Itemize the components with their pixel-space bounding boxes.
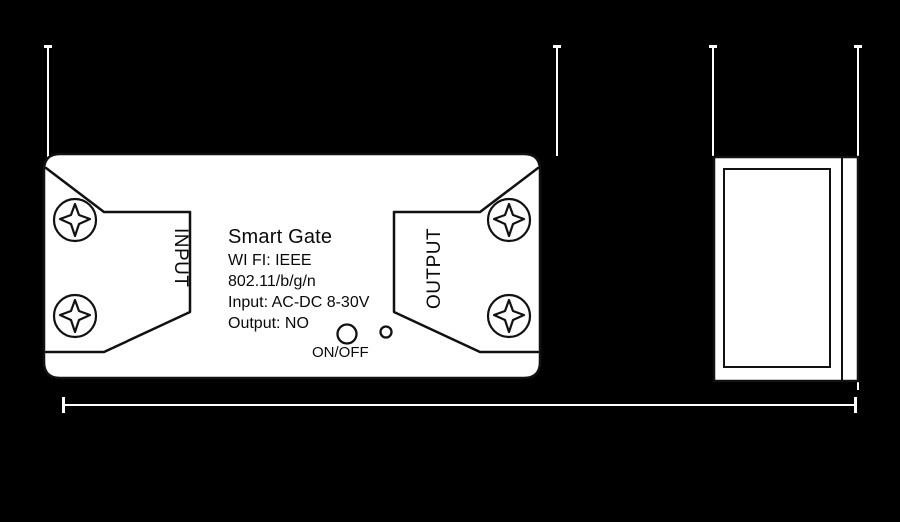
device-output-spec: Output: NO xyxy=(228,315,309,332)
dim-tick-side-left xyxy=(709,45,717,48)
status-led xyxy=(379,325,393,339)
dim-tick-mid xyxy=(553,45,561,48)
device-input-spec: Input: AC-DC 8-30V xyxy=(228,294,370,311)
input-connector-caption: INPUT xyxy=(170,228,191,288)
dim-tick-right xyxy=(854,45,862,48)
output-connector-hexagon xyxy=(392,166,540,354)
screw-output-top xyxy=(486,197,532,243)
extension-line-right xyxy=(857,46,859,158)
onoff-button-caption: ON/OFF xyxy=(312,344,369,361)
onoff-button[interactable] xyxy=(336,323,358,345)
extension-line-left xyxy=(47,46,49,158)
dim-tick-left xyxy=(44,45,52,48)
bottom-dimension-line xyxy=(62,404,857,406)
screw-output-bottom xyxy=(486,293,532,339)
bottom-dim-tick-left xyxy=(62,397,65,413)
bottom-dim-tick-right xyxy=(854,397,857,413)
output-connector-caption: OUTPUT xyxy=(424,227,445,309)
device-title: Smart Gate xyxy=(228,226,333,248)
side-view-inner-face xyxy=(723,168,831,368)
device-side-view xyxy=(712,155,860,383)
device-wifi-standard-label: WI FI: IEEE xyxy=(228,252,312,269)
screw-input-top xyxy=(52,197,98,243)
extension-line-side-left xyxy=(712,46,714,156)
input-connector-hexagon xyxy=(44,166,192,354)
device-wifi-standard-value: 802.11/b/g/n xyxy=(228,273,316,290)
extension-line-mid xyxy=(556,46,558,156)
device-front-view xyxy=(42,152,542,380)
screw-input-bottom xyxy=(52,293,98,339)
